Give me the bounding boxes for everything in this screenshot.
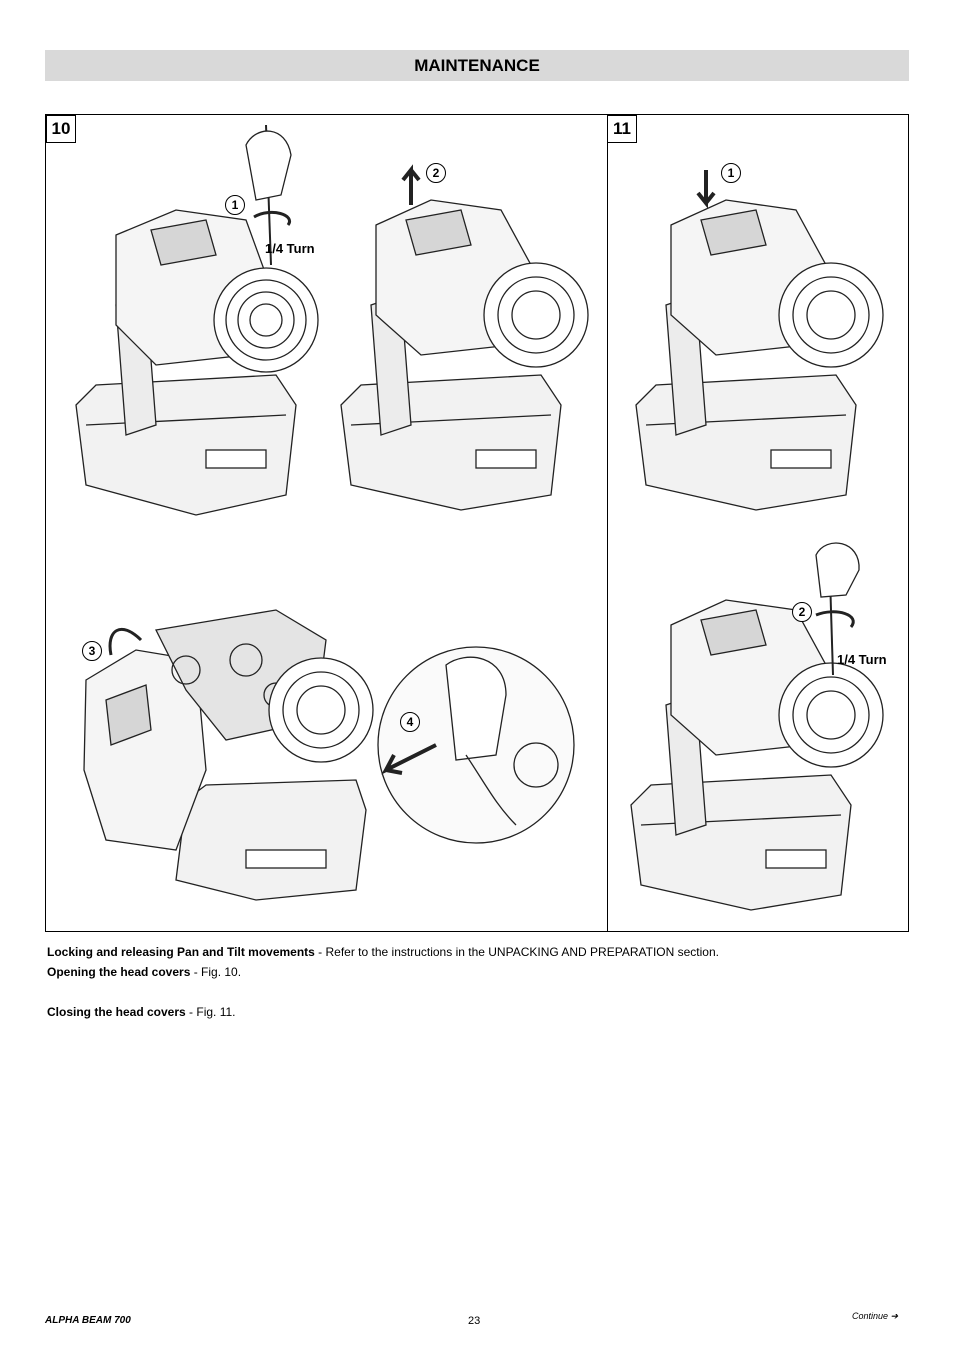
footer-product-name: ALPHA BEAM 700	[45, 1315, 131, 1326]
section-header: MAINTENANCE	[45, 50, 909, 81]
paragraph-pan-tilt-text: - Refer to the instructions in the UNPAC…	[314, 945, 719, 959]
callout-fig11-2: 2	[792, 602, 812, 622]
paragraph-opening-text: - Fig. 10.	[190, 965, 242, 979]
footer-page-number: 23	[468, 1315, 481, 1327]
connector-detail-illustration	[377, 646, 575, 844]
section-title: MAINTENANCE	[414, 55, 540, 75]
callout-fig10-3: 3	[82, 641, 102, 661]
paragraph-opening-heading: Opening the head covers	[47, 965, 191, 979]
figure-number-11: 11	[607, 115, 637, 143]
moving-head-illustration-lift-cover	[340, 164, 589, 511]
figure-number-10: 10	[46, 115, 76, 143]
callout-fig10-4: 4	[400, 712, 420, 732]
footer-continue: Continue ➔	[852, 1311, 899, 1321]
quarter-turn-label-fig10: 1/4 Turn	[265, 241, 315, 256]
paragraph-pan-tilt-heading: Locking and releasing Pan and Tilt movem…	[47, 945, 315, 959]
paragraph-closing-heading: Closing the head covers	[47, 1005, 186, 1019]
moving-head-illustration-open-cover	[83, 609, 374, 901]
moving-head-illustration-unscrew	[75, 124, 319, 516]
paragraph-closing-covers: Closing the head covers - Fig. 11.	[47, 1005, 236, 1019]
quarter-turn-label-fig11: 1/4 Turn	[837, 652, 887, 667]
paragraph-closing-text: - Fig. 11.	[185, 1005, 236, 1019]
paragraph-pan-tilt: Locking and releasing Pan and Tilt movem…	[47, 945, 719, 959]
callout-fig10-2: 2	[426, 163, 446, 183]
figure-frame: 10 11 1 1/4 Turn	[45, 114, 909, 932]
moving-head-illustration-screw	[630, 542, 884, 911]
moving-head-illustration-close-cover	[635, 170, 884, 511]
callout-fig11-1: 1	[721, 163, 741, 183]
callout-fig10-1: 1	[225, 195, 245, 215]
figure-divider	[607, 115, 608, 931]
paragraph-opening-covers: Opening the head covers - Fig. 10.	[47, 965, 241, 979]
